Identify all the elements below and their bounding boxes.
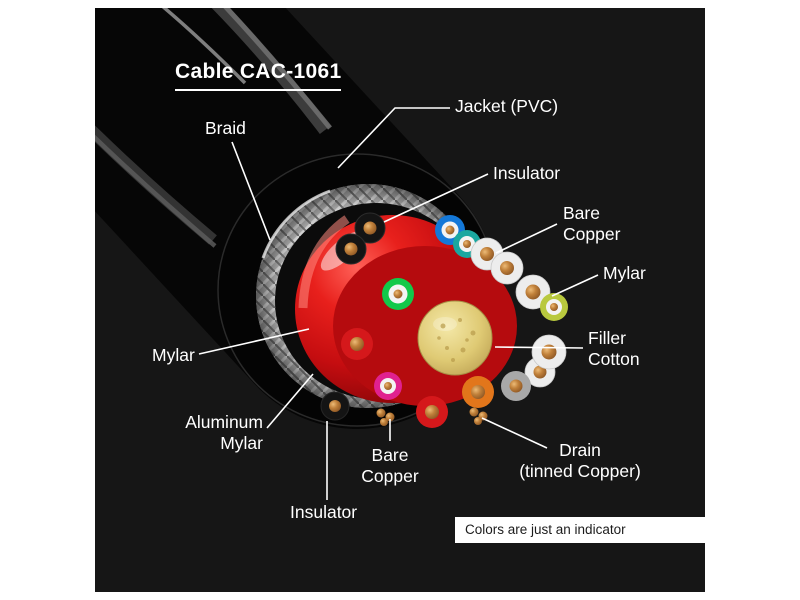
- label-insulator-bottom: Insulator: [290, 502, 358, 522]
- label-insulator-top: Insulator: [493, 163, 561, 183]
- leader-mylar-left: [198, 328, 310, 355]
- wire-red-1: [341, 328, 373, 360]
- label-mylar-right: Mylar: [603, 263, 646, 283]
- label-filler-cotton: Filler Cotton: [588, 328, 640, 371]
- leader-lines: [198, 107, 599, 500]
- leader-aluminum-mylar: [266, 373, 314, 429]
- label-line: Bare: [563, 203, 600, 223]
- label-line: Bare: [371, 445, 409, 465]
- label-bare-copper-right: Bare Copper: [563, 203, 620, 246]
- label-jacket-pvc: Jacket (PVC): [455, 96, 559, 116]
- label-drain-tinned-copper: Drain (tinned Copper): [495, 440, 665, 483]
- cable-cutaway-illustration: [95, 8, 599, 500]
- bare-copper-strands: [376, 408, 395, 426]
- label-braid: Braid: [205, 118, 246, 138]
- label-line: Drain: [559, 440, 601, 460]
- label-line: Copper: [361, 466, 419, 487]
- label-line: (tinned Copper): [519, 461, 641, 482]
- leader-braid: [231, 141, 271, 241]
- label-line: Mylar: [220, 433, 263, 454]
- leader-insulator-top: [383, 173, 489, 223]
- page-title: Cable CAC-1061: [175, 60, 342, 91]
- label-line: Filler: [588, 328, 626, 348]
- leader-filler-cotton: [494, 346, 584, 349]
- wire-insulator-black-3: [320, 391, 350, 421]
- wire-insulator-black-2: [335, 233, 367, 265]
- wire-gray: [501, 371, 531, 401]
- wire-white-2: [490, 251, 524, 285]
- wire-white-4: [531, 334, 567, 370]
- wire-red-2: [416, 396, 448, 428]
- diagram-panel: Cable CAC-1061 Braid Jacket (PVC) Insula…: [95, 8, 705, 592]
- label-line: Aluminum: [185, 412, 263, 432]
- drain-strands: [469, 407, 488, 425]
- wire-yellow-green: [540, 293, 568, 321]
- label-line: Cotton: [588, 349, 640, 370]
- filler-cotton: [417, 300, 493, 376]
- wire-magenta: [374, 372, 402, 400]
- leader-mylar-right: [551, 274, 599, 297]
- leader-bare-copper-right: [495, 223, 558, 254]
- colors-disclaimer: Colors are just an indicator: [455, 517, 705, 543]
- label-mylar-left: Mylar: [152, 345, 195, 365]
- leader-jacket: [337, 107, 450, 169]
- label-line: Copper: [563, 224, 621, 245]
- wire-white-3: [515, 274, 551, 310]
- wire-green: [382, 278, 414, 310]
- label-aluminum-mylar: Aluminum Mylar: [167, 412, 263, 455]
- wire-insulator-black-1: [354, 212, 386, 244]
- label-bare-copper-bottom: Bare Copper: [350, 445, 430, 488]
- wire-orange: [462, 376, 494, 408]
- leader-drain: [481, 417, 548, 449]
